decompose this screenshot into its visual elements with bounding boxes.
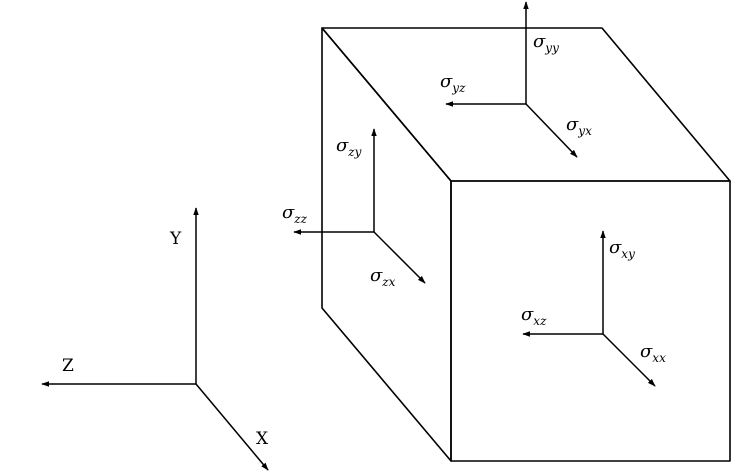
y-axis-label: Y	[169, 229, 182, 249]
sigma-xx-arrow	[602, 333, 656, 387]
sigma-zy-label: σzy	[336, 135, 362, 159]
top-face-stresses: σyy σyz σyx	[440, 1, 592, 158]
sigma-xx-label: σxx	[640, 341, 666, 365]
sigma-yx-label: σyx	[566, 114, 592, 138]
sigma-yy-label: σyy	[533, 31, 559, 55]
front-face-stresses: σxy σxz σxx	[521, 230, 666, 387]
x-axis-label: X	[256, 429, 269, 449]
cube	[321, 27, 731, 462]
sigma-yx-arrow	[525, 103, 578, 158]
left-face-stresses: σzy σzz σzx	[282, 128, 426, 289]
x-axis-arrow	[195, 383, 269, 471]
cube-front-face	[450, 180, 731, 462]
sigma-zz-label: σzz	[282, 202, 308, 226]
sigma-zx-label: σzx	[370, 265, 396, 289]
coordinate-axes: Y Z X	[41, 207, 269, 471]
z-axis-label: Z	[62, 356, 74, 376]
sigma-yz-label: σyz	[440, 71, 466, 95]
sigma-xy-label: σxy	[609, 237, 635, 261]
sigma-xz-label: σxz	[521, 304, 547, 328]
sigma-zx-arrow	[373, 231, 426, 284]
